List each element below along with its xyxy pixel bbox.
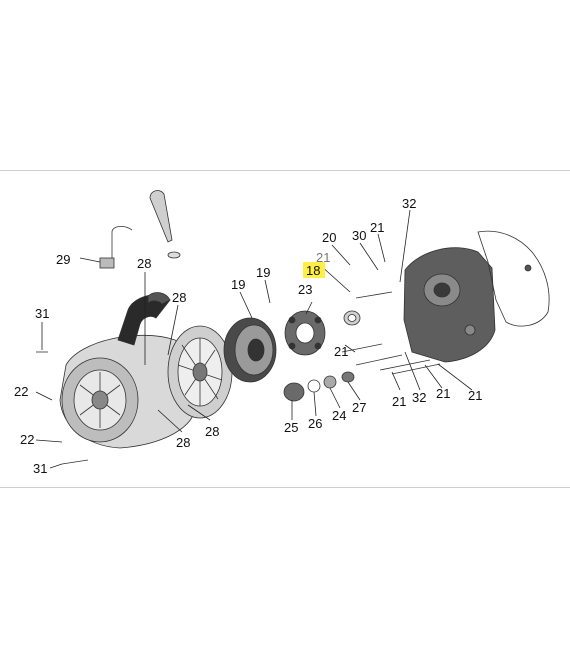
highlight-marker (303, 262, 325, 278)
leader-lines (35, 209, 473, 469)
intake-duct (117, 292, 171, 346)
callout-32: 32 (412, 390, 426, 405)
oil-seal-bore (347, 314, 357, 322)
part-25 (283, 382, 305, 402)
bracket-clip (99, 257, 115, 269)
crankcase-half (403, 247, 496, 363)
stator (284, 310, 326, 356)
callout-18: 18 (306, 263, 320, 278)
dipstick (149, 190, 173, 243)
bracket-29 (100, 226, 133, 263)
callout-32: 32 (402, 196, 416, 211)
callout-26: 26 (308, 416, 322, 431)
callout-21-gray: 21 (316, 250, 330, 265)
callout-25: 25 (284, 420, 298, 435)
callout-27: 27 (352, 400, 366, 415)
callout-22: 22 (20, 432, 34, 447)
part-27 (341, 371, 355, 383)
callout-19: 19 (256, 265, 270, 280)
dipstick-oring (167, 251, 181, 259)
fan-cover (59, 334, 196, 449)
callout-21: 21 (436, 386, 450, 401)
callout-21: 21 (468, 388, 482, 403)
part-24 (323, 375, 337, 389)
callout-29: 29 (56, 252, 70, 267)
callout-30: 30 (352, 228, 366, 243)
gasket-dowel (524, 264, 532, 272)
callout-31: 31 (33, 461, 47, 476)
part-26 (307, 379, 321, 393)
callout-19: 19 (231, 277, 245, 292)
bolts (36, 291, 441, 465)
callout-21: 21 (392, 394, 406, 409)
callout-21: 21 (334, 344, 348, 359)
callout-28: 28 (176, 435, 190, 450)
cooling-fan (167, 325, 233, 419)
callout-23: 23 (298, 282, 312, 297)
callout-21: 21 (370, 220, 384, 235)
callout-24: 24 (332, 408, 346, 423)
callout-28: 28 (137, 256, 151, 271)
flywheel-rotor (223, 317, 277, 383)
callout-31: 31 (35, 306, 49, 321)
callout-28: 28 (172, 290, 186, 305)
crankcase-gasket (477, 230, 550, 327)
callout-20: 20 (322, 230, 336, 245)
callout-22: 22 (14, 384, 28, 399)
callout-28: 28 (205, 424, 219, 439)
